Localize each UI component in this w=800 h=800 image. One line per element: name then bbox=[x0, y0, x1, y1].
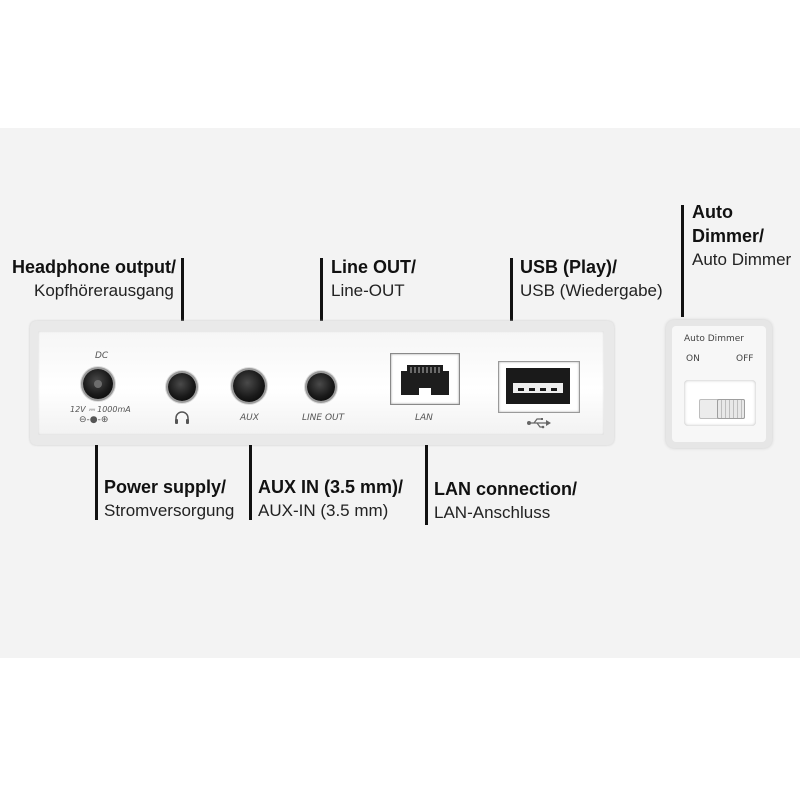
dimmer-switch-knob[interactable] bbox=[717, 399, 745, 419]
auto-dimmer-face: Auto Dimmer ON OFF bbox=[672, 326, 766, 442]
callout-headphone: Headphone output/ Kopfhörerausgang bbox=[12, 255, 176, 303]
dimmer-switch-track[interactable] bbox=[699, 399, 745, 419]
dimmer-on-label: ON bbox=[686, 354, 700, 364]
ethernet-socket-icon bbox=[401, 365, 449, 395]
callout-line-out-en: Line OUT/ bbox=[331, 257, 416, 277]
callout-headphone-en: Headphone output/ bbox=[12, 257, 176, 277]
auto-dimmer-title: Auto Dimmer bbox=[684, 334, 744, 344]
lan-port[interactable] bbox=[390, 353, 460, 405]
callout-power: Power supply/ Stromversorgung bbox=[104, 475, 234, 523]
dc-rating: 12V ⎓ 1000mA bbox=[70, 405, 131, 414]
leader-line-auto-dimmer bbox=[681, 205, 684, 317]
callout-usb: USB (Play)/ USB (Wiedergabe) bbox=[520, 255, 663, 303]
rear-panel: DC 12V ⎓ 1000mA ⊖-●-⊕ AUX LINE OUT bbox=[30, 321, 614, 445]
callout-power-de: Stromversorgung bbox=[104, 501, 235, 520]
callout-line-out: Line OUT/ Line-OUT bbox=[331, 255, 416, 303]
callout-usb-en: USB (Play)/ bbox=[520, 257, 618, 277]
callout-line-out-de: Line-OUT bbox=[331, 281, 405, 300]
rear-panel-face: DC 12V ⎓ 1000mA ⊖-●-⊕ AUX LINE OUT bbox=[38, 331, 604, 435]
leader-line-lan bbox=[425, 445, 428, 525]
dimmer-off-label: OFF bbox=[736, 354, 754, 364]
leader-line-power bbox=[95, 445, 98, 520]
dc-power-jack[interactable] bbox=[83, 369, 113, 399]
aux-in-jack[interactable] bbox=[233, 370, 265, 402]
leader-line-headphone bbox=[181, 258, 184, 360]
usb-port[interactable] bbox=[498, 361, 580, 413]
callout-auto-dimmer-en-1: Auto bbox=[692, 202, 733, 222]
leader-line-line-out bbox=[320, 258, 323, 360]
usb-socket-icon bbox=[506, 368, 570, 404]
callout-auto-dimmer: Auto Dimmer/ Auto Dimmer bbox=[692, 200, 791, 272]
callout-lan: LAN connection/ LAN-Anschluss bbox=[434, 477, 577, 525]
callout-headphone-de: Kopfhörerausgang bbox=[34, 281, 174, 300]
polarity-icon: ⊖-●-⊕ bbox=[79, 415, 109, 425]
callout-aux-de: AUX-IN (3.5 mm) bbox=[258, 501, 389, 520]
callout-lan-en: LAN connection/ bbox=[434, 479, 577, 499]
aux-label: AUX bbox=[240, 413, 259, 423]
dimmer-switch-housing bbox=[684, 380, 756, 426]
callout-usb-de: USB (Wiedergabe) bbox=[520, 281, 663, 300]
callout-auto-dimmer-en-2: Dimmer/ bbox=[692, 226, 765, 246]
leader-line-aux bbox=[249, 445, 252, 520]
usb-icon bbox=[527, 418, 551, 429]
auto-dimmer-panel: Auto Dimmer ON OFF bbox=[666, 320, 772, 448]
line-out-jack[interactable] bbox=[307, 373, 335, 401]
line-out-label: LINE OUT bbox=[302, 413, 345, 423]
dc-label: DC bbox=[95, 351, 109, 361]
callout-power-en: Power supply/ bbox=[104, 477, 227, 497]
lan-label: LAN bbox=[415, 413, 433, 423]
callout-lan-de: LAN-Anschluss bbox=[434, 503, 551, 522]
callout-auto-dimmer-de: Auto Dimmer bbox=[692, 250, 792, 269]
callout-aux: AUX IN (3.5 mm)/ AUX-IN (3.5 mm) bbox=[258, 475, 403, 523]
callout-aux-en: AUX IN (3.5 mm)/ bbox=[258, 477, 404, 497]
headphone-jack[interactable] bbox=[168, 373, 196, 401]
dc-pin bbox=[94, 380, 102, 388]
headphone-icon bbox=[175, 411, 189, 424]
leader-line-usb bbox=[510, 258, 513, 358]
